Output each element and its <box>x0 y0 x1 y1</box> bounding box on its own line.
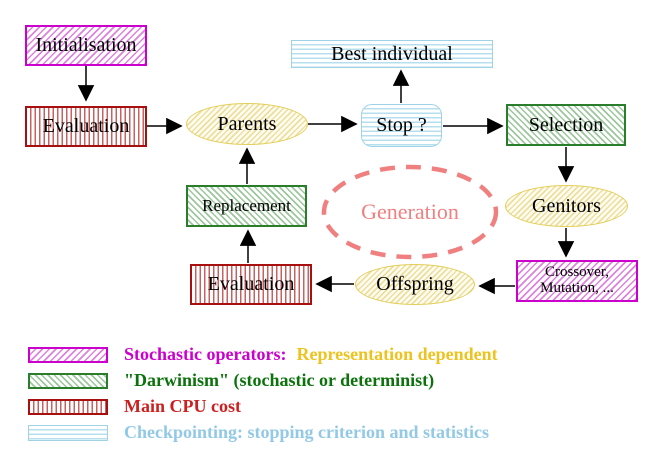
node-generation: Generation <box>323 167 497 257</box>
node-selection: Selection <box>506 104 626 146</box>
legend-stochastic-label: Stochastic operators: <box>124 344 287 364</box>
node-initialisation-label: Initialisation <box>35 34 137 56</box>
node-evaluation-top: Evaluation <box>25 106 147 147</box>
node-offspring: Offspring <box>355 264 475 305</box>
mutation-line: Mutation, ... <box>540 280 614 296</box>
legend-swatch-magenta-hatch <box>28 346 108 363</box>
legend-row-checkpointing: Checkpointing: stopping criterion and st… <box>28 422 489 443</box>
generation-cycle-ellipse <box>321 164 499 260</box>
crossover-line: Crossover, <box>545 264 609 281</box>
node-replacement-label: Replacement <box>202 196 291 216</box>
legend-swatch-cyan-stripe <box>28 424 108 441</box>
node-genitors: Genitors <box>505 185 628 227</box>
legend-cpu-label: Main CPU cost <box>124 396 241 416</box>
node-stop-label: Stop ? <box>376 114 427 136</box>
node-initialisation: Initialisation <box>25 25 147 66</box>
node-parents: Parents <box>186 103 308 145</box>
legend-checkpoint-label: Checkpointing: stopping criterion and st… <box>124 422 490 442</box>
legend-stochastic-text: Stochastic operators: Representation depe… <box>124 344 498 365</box>
node-best-individual-label: Best individual <box>331 42 453 65</box>
node-offspring-label: Offspring <box>376 273 454 295</box>
legend-row-darwinism: "Darwinism" (stochastic or determinist) <box>28 370 434 391</box>
legend-stochastic-detail: Representation dependent <box>296 344 498 364</box>
legend-row-cpu: Main CPU cost <box>28 396 241 417</box>
node-selection-label: Selection <box>528 113 604 136</box>
node-crossover-mutation-label: Crossover, Mutation, ... <box>540 264 614 297</box>
legend-swatch-green-hatch <box>28 372 108 389</box>
node-evaluation-bottom: Evaluation <box>190 264 312 305</box>
node-stop: Stop ? <box>361 104 442 147</box>
node-evaluation-top-label: Evaluation <box>42 115 130 137</box>
node-generation-label: Generation <box>361 199 459 224</box>
node-replacement: Replacement <box>186 185 307 227</box>
legend-darwinism-label: "Darwinism" (stochastic or determinist) <box>124 370 435 390</box>
node-parents-label: Parents <box>217 112 277 135</box>
node-best-individual: Best individual <box>291 40 493 68</box>
legend-swatch-red-stripe <box>28 398 108 415</box>
node-crossover-mutation: Crossover, Mutation, ... <box>516 260 638 302</box>
node-genitors-label: Genitors <box>532 194 601 217</box>
node-evaluation-bottom-label: Evaluation <box>207 273 295 295</box>
legend-row-stochastic: Stochastic operators: Representation depe… <box>28 344 498 365</box>
